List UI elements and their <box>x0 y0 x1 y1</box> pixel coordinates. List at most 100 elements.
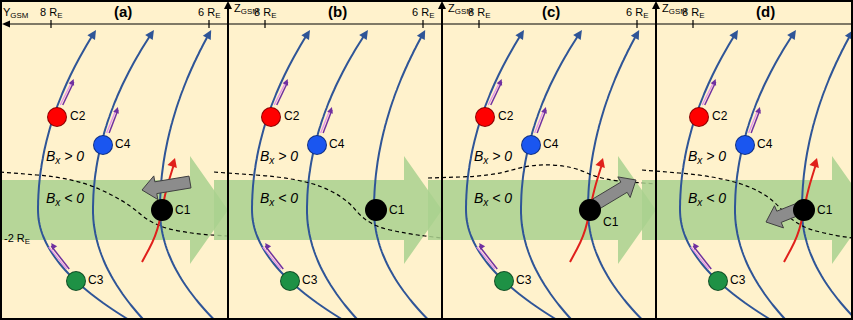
field-direction <box>109 110 118 133</box>
field-direction <box>691 247 709 269</box>
current-sheet <box>642 170 853 240</box>
axis-label: YGSM <box>3 6 28 20</box>
subscript: x <box>269 155 274 166</box>
spacecraft-label: C2 <box>712 110 727 124</box>
current-sheet <box>0 172 228 236</box>
spacecraft-marker: C1 <box>365 199 387 221</box>
spacecraft-marker: C3 <box>708 271 728 291</box>
field-direction <box>491 82 502 105</box>
spacecraft-label: C2 <box>498 110 513 124</box>
spacecraft-label: C3 <box>730 274 745 288</box>
spacecraft-marker: C4 <box>93 135 113 155</box>
region-label: Bx > 0 <box>688 148 726 166</box>
subscript: E <box>485 11 490 20</box>
panel-title: (a) <box>114 3 132 20</box>
subscript: E <box>643 11 648 20</box>
field-direction <box>479 246 497 269</box>
tick-label: -2 RE <box>4 232 30 246</box>
field-direction <box>693 246 711 269</box>
trajectory <box>142 164 174 262</box>
panel-title: (c) <box>542 3 560 20</box>
field-direction <box>751 110 760 133</box>
field-line <box>38 36 147 320</box>
field-direction <box>323 110 332 133</box>
tick-label: 6 RE <box>626 6 648 20</box>
subscript: GSM <box>10 11 28 20</box>
z-axis <box>655 7 657 320</box>
trajectory-head <box>595 158 604 168</box>
region-label: Bx < 0 <box>474 190 512 208</box>
subscript: E <box>25 237 30 246</box>
z-axis <box>227 7 229 320</box>
subscript: x <box>483 197 488 208</box>
field-direction-head <box>479 243 485 250</box>
field-direction-head <box>693 243 699 250</box>
spacecraft-label: C3 <box>516 274 531 288</box>
tick-label: 6 RE <box>198 6 220 20</box>
field-arrowhead <box>729 30 738 40</box>
spacecraft-label: C2 <box>284 110 299 124</box>
spacecraft-marker: C2 <box>475 107 495 127</box>
spacecraft-label: C2 <box>70 110 85 124</box>
spacecraft-label: C3 <box>302 274 317 288</box>
spacecraft-label: C1 <box>817 204 832 218</box>
spacecraft-label: C4 <box>757 138 772 152</box>
flow-arrow <box>214 156 442 264</box>
spacecraft-label: C4 <box>329 138 344 152</box>
tick-label: 8 RE <box>468 6 490 20</box>
panel-art <box>642 20 853 320</box>
spacecraft-marker: C3 <box>66 271 86 291</box>
field-direction <box>477 247 495 269</box>
subscript: E <box>699 11 704 20</box>
tick-label: 8 RE <box>40 6 62 20</box>
tick-label: 6 RE <box>412 6 434 20</box>
spacecraft-label: C4 <box>115 138 130 152</box>
spacecraft-marker: C4 <box>735 135 755 155</box>
field-arrowhead <box>145 30 154 40</box>
subscript: E <box>271 11 276 20</box>
field-direction-head <box>69 79 75 86</box>
field-direction <box>51 246 69 269</box>
panel-art <box>0 20 228 320</box>
field-direction <box>277 82 288 105</box>
z-axis <box>441 7 443 320</box>
field-direction-head <box>711 79 717 86</box>
field-direction-head <box>113 107 119 114</box>
subscript: E <box>57 11 62 20</box>
field-direction <box>263 247 281 269</box>
spacecraft-marker: C1 <box>151 199 173 221</box>
field-direction <box>705 82 716 105</box>
panel: (d) C2C4C1C3 <box>656 0 853 320</box>
region-label: Bx > 0 <box>260 148 298 166</box>
spacecraft-label: C1 <box>175 204 190 218</box>
field-direction-head <box>265 243 271 250</box>
y-axis <box>9 23 853 24</box>
field-arrowhead <box>787 30 796 40</box>
field-arrowhead <box>515 30 524 40</box>
subscript: E <box>429 11 434 20</box>
spacecraft-marker: C2 <box>47 107 67 127</box>
field-direction <box>702 83 713 105</box>
field-direction-head <box>283 79 289 86</box>
tick-label: 8 RE <box>254 6 276 20</box>
axis-arrowhead <box>2 21 10 28</box>
field-direction-head <box>327 107 333 114</box>
spacecraft-marker: C2 <box>261 107 281 127</box>
field-line <box>680 36 789 320</box>
field-direction <box>537 110 546 133</box>
region-label: Bx > 0 <box>46 148 84 166</box>
flow-arrow <box>0 156 228 264</box>
region-label: Bx < 0 <box>260 190 298 208</box>
field-direction <box>49 247 67 269</box>
subscript: x <box>55 197 60 208</box>
subscript: x <box>697 155 702 166</box>
axis-arrowhead <box>652 1 660 9</box>
field-direction <box>265 246 283 269</box>
spacecraft-marker: C1 <box>579 199 601 221</box>
spacecraft-marker: C2 <box>689 107 709 127</box>
field-arrowhead <box>417 30 425 40</box>
flow-arrow <box>428 156 656 264</box>
panel-title: (d) <box>756 3 775 20</box>
field-direction <box>60 83 71 105</box>
subscript: x <box>697 197 702 208</box>
